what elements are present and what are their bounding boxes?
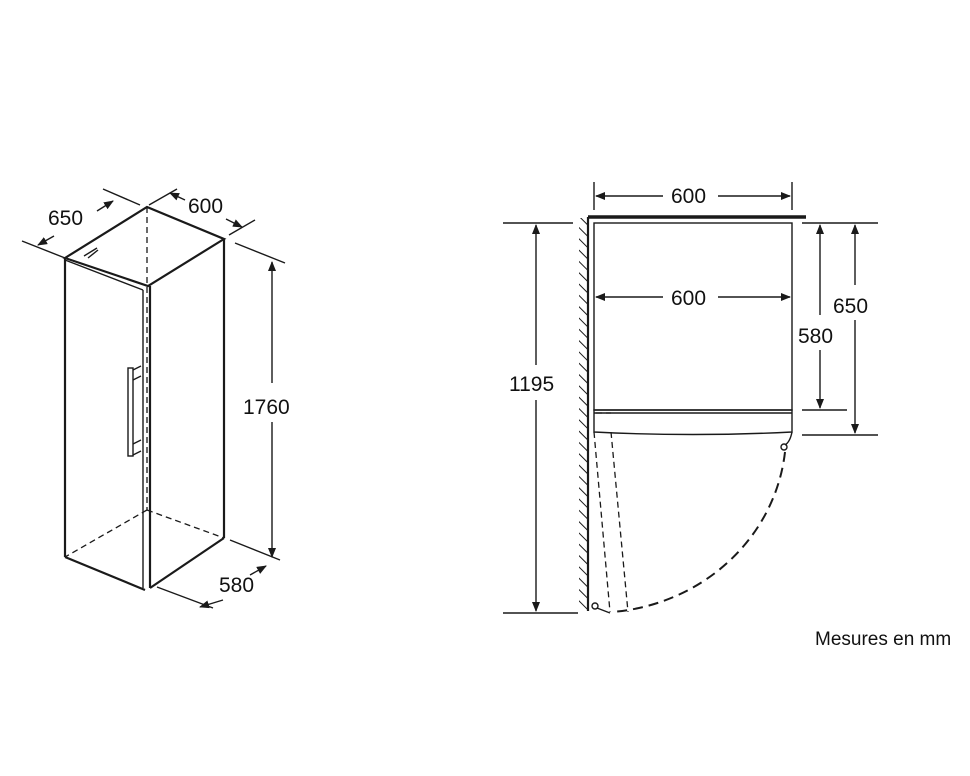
dimension-1760-height: 1760	[229, 242, 290, 561]
dimension-580-door-depth: 580	[156, 565, 267, 609]
dimension-label: 600	[671, 185, 706, 208]
dimension-580-body-depth: 580	[798, 222, 878, 411]
dimension-label: 580	[219, 574, 254, 597]
hidden-edges	[64, 207, 225, 558]
dimension-label: 1760	[243, 396, 290, 419]
fridge-body	[593, 222, 793, 411]
dimension-1195-clearance: 1195	[503, 222, 578, 614]
wall-hatching	[579, 217, 590, 611]
dimension-650-total-depth: 650	[802, 224, 878, 436]
fridge-body-outline	[62, 205, 227, 592]
dimension-label: 600	[671, 287, 706, 310]
door-swing	[591, 412, 793, 614]
fridge-isometric-view: 650 600 1760 580	[21, 188, 290, 609]
units-note: Mesures en mm	[815, 629, 951, 650]
dimension-650-depth: 650	[21, 188, 141, 259]
dimension-label: 600	[188, 195, 223, 218]
door-handle	[127, 365, 142, 457]
dimension-600-outer-width: 600	[593, 182, 793, 210]
dimension-600-width: 600	[148, 188, 256, 236]
dimension-label: 650	[48, 207, 83, 230]
fridge-top-view: 600 600 1195 580 650	[503, 182, 878, 614]
dimension-label: 650	[833, 295, 868, 318]
dimension-600-inner-width: 600	[595, 287, 791, 310]
dimension-label: 580	[798, 325, 833, 348]
dimension-label: 1195	[509, 373, 554, 396]
